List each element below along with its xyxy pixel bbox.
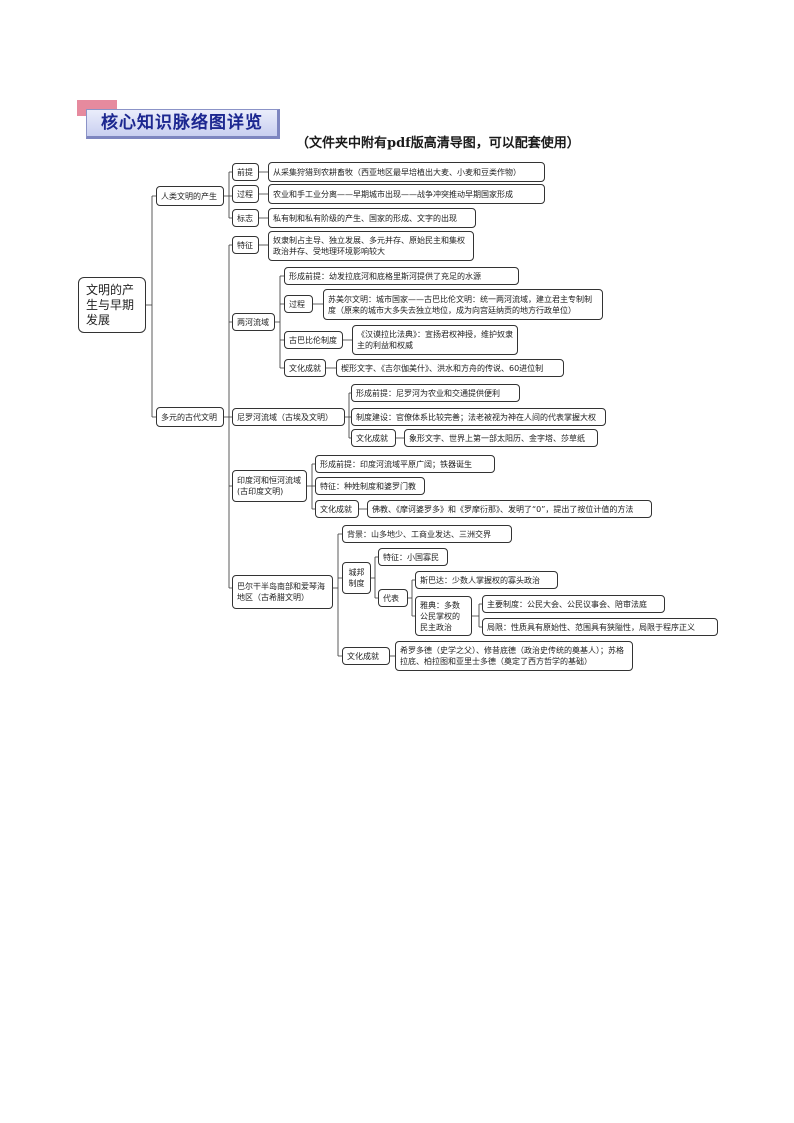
connector-rep: [408, 579, 415, 617]
root-node: 文明的产生与早期发展: [78, 277, 146, 333]
subtitle: （文件夹中附有pdf版高清导图，可以配套使用）: [296, 136, 580, 151]
node-greece-culture-text: 希罗多德（史学之父）、修昔底德（政治史传统的奠基人）；苏格拉底、柏拉图和亚里士多…: [395, 641, 633, 671]
node-india-feature: 特征：种姓制度和婆罗门教: [315, 477, 425, 495]
connector-citystate: [371, 556, 378, 599]
node-nile-culture-text: 象形文字、世界上第一部太阳历、金字塔、莎草纸: [404, 429, 598, 447]
branch-ancient-civilizations: 多元的古代文明: [156, 407, 224, 427]
node-nile-culture: 文化成就: [351, 429, 396, 447]
node-tezheng: 特征: [232, 236, 259, 254]
node-lianghe-formation: 形成前提：幼发拉底河和底格里斯河提供了充足的水源: [284, 267, 519, 285]
node-qianti: 前提: [232, 163, 259, 181]
node-lianghe: 两河流域: [232, 313, 275, 331]
connector-athens: [472, 603, 482, 628]
node-lianghe-process-text: 苏美尔文明：城市国家——古巴比伦文明：统一两河流域，建立君主专制制度（原来的城市…: [323, 289, 603, 320]
connector-root: [146, 195, 156, 418]
connector-b1-leaves: [259, 171, 268, 219]
node-india-culture: 文化成就: [315, 500, 359, 518]
node-guocheng-text: 农业和手工业分离——早期城市出现——战争冲突推动早期国家形成: [268, 184, 545, 204]
connector-india: [307, 463, 367, 510]
node-greece-background: 背景：山多地少、工商业发达、三洲交界: [342, 525, 512, 543]
branch-human-civilization: 人类文明的产生: [156, 186, 224, 206]
node-sparta: 斯巴达：少数人掌握权的寡头政治: [415, 571, 558, 589]
node-biaozhi: 标志: [232, 209, 259, 227]
node-india-culture-text: 佛教、《摩诃婆罗多》和《罗摩衍那》、发明了“0”，提出了按位计值的方法: [367, 500, 652, 518]
node-tezheng-text: 奴隶制占主导、独立发展、多元并存、原始民主和集权政治并存、受地理环境影响较大: [268, 231, 474, 261]
node-india-formation: 形成前提：印度河流域平原广阔；铁器诞生: [315, 455, 495, 473]
node-guocheng: 过程: [232, 185, 259, 203]
node-biaozhi-text: 私有制和私有阶级的产生、国家的形成、文字的出现: [268, 208, 476, 228]
node-athens-limit: 局限：性质具有原始性、范围具有狭隘性，局限于程序正义: [482, 618, 718, 636]
connector-b1: [224, 171, 232, 219]
node-greece: 巴尔干半岛南部和爱琴海地区（古希腊文明）: [232, 575, 333, 609]
node-citystate: 城邦制度: [342, 562, 371, 594]
node-nile-formation: 形成前提：尼罗河为农业和交通提供便利: [351, 384, 520, 402]
section-title: 核心知识脉络图详览: [86, 109, 280, 139]
node-india: 印度河和恒河流域(古印度文明): [232, 470, 307, 502]
connector-greece: [333, 533, 342, 657]
connector-b2: [224, 244, 232, 589]
node-athens-main: 主要制度：公民大会、公民议事会、陪审法庭: [482, 595, 665, 613]
node-athens: 雅典：多数公民掌权的民主政治: [415, 596, 472, 636]
node-lianghe-process: 过程: [284, 295, 313, 313]
node-nile: 尼罗河流域（古埃及文明）: [232, 408, 345, 426]
node-lianghe-culture-text: 楔形文字、《吉尔伽美什》、洪水和方舟的传说、60进位制: [336, 359, 564, 377]
node-babylon: 古巴比伦制度: [284, 331, 343, 349]
connector-lianghe-leaves: [313, 303, 352, 369]
node-babylon-text: 《汉谟拉比法典》：宣扬君权神授，维护奴隶主的利益和权威: [352, 325, 518, 355]
node-rep: 代表: [378, 589, 408, 607]
node-greece-culture: 文化成就: [342, 647, 390, 665]
node-lianghe-culture: 文化成就: [284, 359, 326, 377]
connector-nile: [345, 392, 404, 439]
node-qianti-text: 从采集狩猎到农耕畜牧（西亚地区最早培植出大麦、小麦和豆类作物）: [268, 162, 545, 182]
connector-lianghe: [275, 275, 284, 369]
node-citystate-feature: 特征：小国寡民: [378, 548, 448, 566]
node-nile-system: 制度建设：官僚体系比较完善；法老被视为神在人间的代表掌握大权: [351, 408, 606, 426]
